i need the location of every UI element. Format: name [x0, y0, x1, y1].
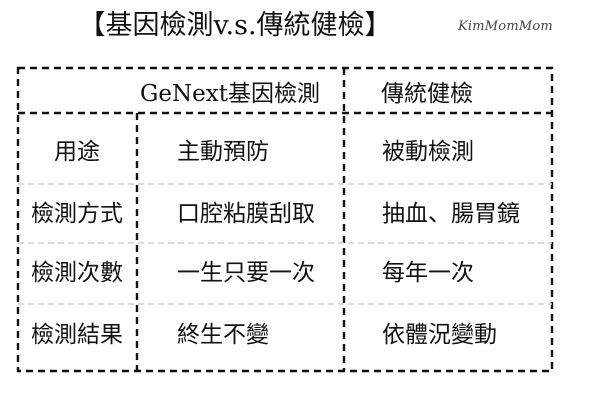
row-label-purpose: 用途	[54, 138, 100, 165]
row-label-frequency: 檢測次數	[31, 259, 123, 286]
cell-genext-result: 終生不變	[177, 321, 269, 348]
row-label-result: 檢測結果	[31, 321, 123, 348]
kimmommom-watermark: KimMomMom	[458, 19, 553, 34]
cell-traditional-method: 抽血、腸胃鏡	[382, 200, 520, 227]
row-label-method: 檢測方式	[31, 200, 123, 227]
cell-traditional-purpose: 被動檢測	[382, 138, 474, 165]
table-outer-border	[16, 66, 554, 373]
cell-traditional-result: 依體況變動	[382, 321, 497, 348]
header-traditional: 傳統健檢	[381, 80, 473, 107]
cell-genext-purpose: 主動預防	[177, 138, 269, 165]
page-title: 【基因檢測v.s.傳統健檢】	[78, 10, 392, 41]
cell-genext-method: 口腔粘膜刮取	[177, 200, 315, 227]
cell-traditional-frequency: 每年一次	[382, 259, 474, 286]
cell-genext-frequency: 一生只要一次	[177, 259, 315, 286]
header-genext: GeNext基因檢測	[140, 80, 320, 107]
